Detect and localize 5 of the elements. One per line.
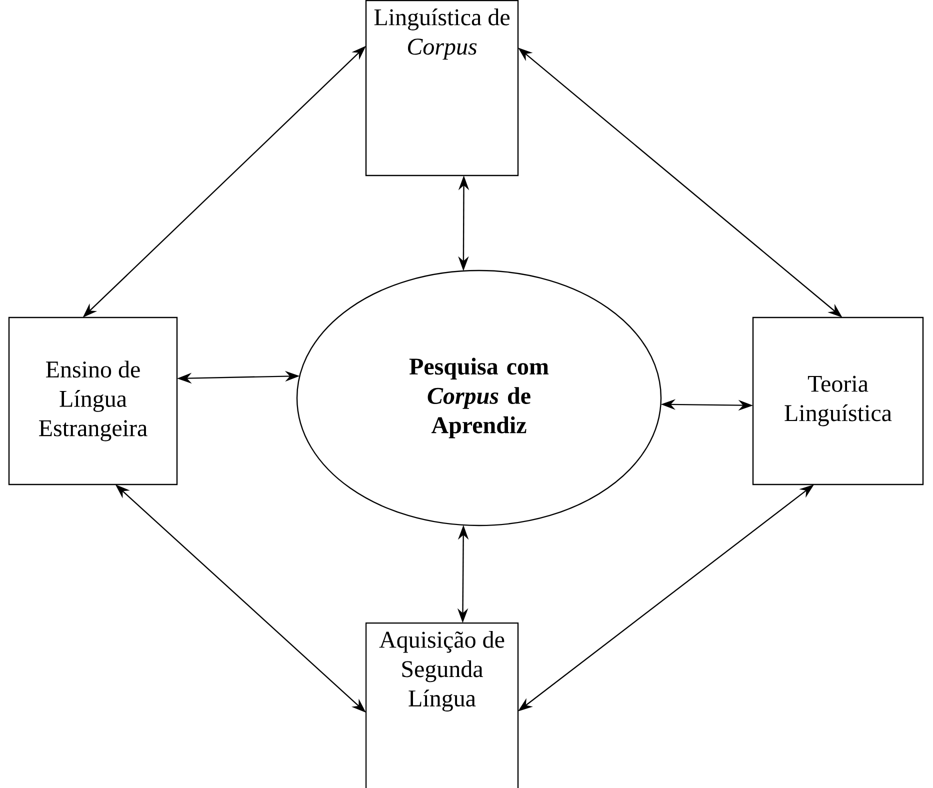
ellipse-node: Pesquisa com Corpus de Aprendiz — [296, 270, 662, 526]
text-box: Teoria Linguística — [752, 316, 924, 486]
text-box: Ensino de Língua Estrangeira — [8, 316, 178, 486]
text-box: Linguística de Corpus — [365, 0, 519, 176]
text-box: Aquisição de Segunda Língua — [365, 622, 519, 788]
